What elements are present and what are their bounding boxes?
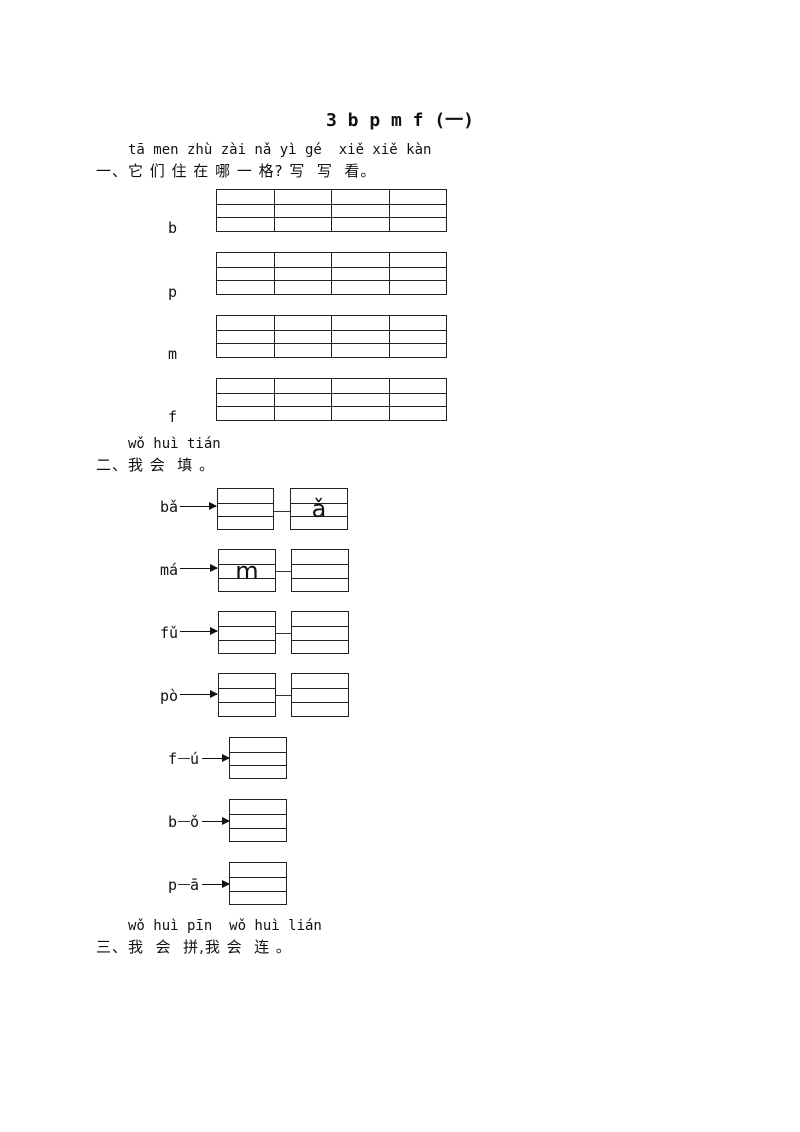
grid-cell[interactable] bbox=[274, 316, 332, 357]
answer-box[interactable] bbox=[229, 799, 287, 842]
single-initial-p: p bbox=[168, 876, 178, 894]
final-box[interactable] bbox=[291, 611, 349, 654]
section1-pinyin: tā men zhù zài nǎ yì gé xiě xiě kàn bbox=[128, 142, 432, 158]
arrow-icon bbox=[180, 627, 218, 635]
grid-cell[interactable] bbox=[274, 379, 332, 420]
single-initial-b: b bbox=[168, 813, 178, 831]
writing-grid-b[interactable] bbox=[216, 189, 447, 232]
grid-cell[interactable] bbox=[217, 379, 275, 420]
pair-label-po: pò bbox=[160, 687, 179, 705]
single-final-u: ú bbox=[190, 750, 200, 768]
grid-cell[interactable] bbox=[389, 316, 447, 357]
grid-cell[interactable] bbox=[217, 316, 275, 357]
arrow-icon bbox=[180, 564, 218, 572]
final-box[interactable]: ǎ bbox=[290, 488, 348, 530]
pair-label-fu: fǔ bbox=[160, 624, 179, 642]
grid-cell[interactable] bbox=[389, 253, 447, 294]
single-final-a: ā bbox=[190, 876, 200, 894]
letter-f-label: f bbox=[168, 408, 178, 426]
grid-cell[interactable] bbox=[217, 190, 275, 231]
final-box[interactable] bbox=[291, 549, 349, 592]
section2-pinyin: wǒ huì tián bbox=[128, 436, 221, 452]
writing-grid-m[interactable] bbox=[216, 315, 447, 358]
initial-box[interactable] bbox=[218, 611, 276, 654]
letter-p-label: p bbox=[168, 283, 178, 301]
arrow-icon bbox=[180, 690, 218, 698]
connector-line bbox=[276, 695, 291, 696]
grid-cell[interactable] bbox=[332, 316, 390, 357]
arrow-icon bbox=[202, 817, 230, 825]
writing-grid-f[interactable] bbox=[216, 378, 447, 421]
grid-cell[interactable] bbox=[274, 253, 332, 294]
letter-m-label: m bbox=[168, 345, 178, 363]
single-final-o: ǒ bbox=[190, 813, 200, 831]
join-dash bbox=[178, 884, 190, 885]
connector-line bbox=[274, 511, 290, 512]
initial-box[interactable]: m bbox=[218, 549, 276, 592]
letter-b-label: b bbox=[168, 219, 178, 237]
answer-box[interactable] bbox=[229, 737, 287, 779]
pair-label-ba: bǎ bbox=[160, 498, 179, 516]
writing-grid-p[interactable] bbox=[216, 252, 447, 295]
arrow-icon bbox=[202, 880, 230, 888]
initial-prefilled-text: m bbox=[235, 557, 259, 585]
final-prefilled-text: ǎ bbox=[311, 495, 327, 523]
join-dash bbox=[178, 758, 190, 759]
connector-line bbox=[276, 571, 291, 572]
arrow-icon bbox=[180, 502, 217, 510]
grid-cell[interactable] bbox=[332, 379, 390, 420]
grid-cell[interactable] bbox=[389, 379, 447, 420]
section1-heading: 一、它 们 住 在 哪 一 格? 写 写 看。 bbox=[96, 162, 377, 180]
section3-heading: 三、我 会 拼,我 会 连 。 bbox=[96, 938, 292, 956]
grid-cell[interactable] bbox=[274, 190, 332, 231]
final-box[interactable] bbox=[291, 673, 349, 717]
initial-box[interactable] bbox=[218, 673, 276, 717]
join-dash bbox=[178, 821, 190, 822]
grid-cell[interactable] bbox=[389, 190, 447, 231]
page-title: 3 b p m f (一) bbox=[325, 110, 475, 131]
single-initial-f: f bbox=[168, 750, 178, 768]
connector-line bbox=[276, 633, 291, 634]
grid-cell[interactable] bbox=[217, 253, 275, 294]
grid-cell[interactable] bbox=[332, 253, 390, 294]
arrow-icon bbox=[202, 754, 230, 762]
pair-label-ma: má bbox=[160, 561, 179, 579]
grid-cell[interactable] bbox=[332, 190, 390, 231]
section2-heading: 二、我 会 填 。 bbox=[96, 456, 216, 474]
answer-box[interactable] bbox=[229, 862, 287, 905]
section3-pinyin: wǒ huì pīn wǒ huì lián bbox=[128, 918, 322, 934]
initial-box[interactable] bbox=[217, 488, 274, 530]
